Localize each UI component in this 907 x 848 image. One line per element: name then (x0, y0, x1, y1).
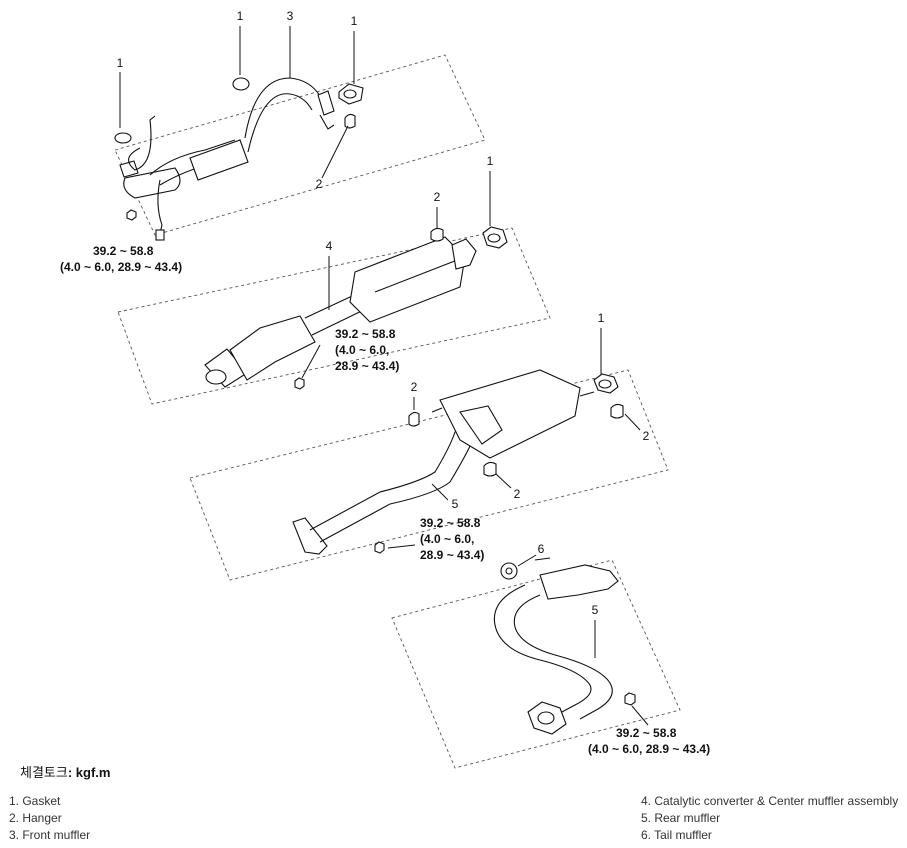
front-muffler-section: 1 1 3 1 2 39.2 ~ 58.8 (4.0 ~ 6.0, 28.9 ~… (60, 9, 486, 274)
callout-rear-muffler-tail: 5 (592, 603, 599, 617)
gasket-front-middle (232, 77, 250, 91)
front-pipe-a (149, 139, 236, 176)
hanger-rear-left (408, 411, 420, 427)
callout-rear-muffler: 5 (452, 497, 459, 511)
front-pipe-collector (123, 167, 181, 199)
hanger-center (430, 227, 444, 242)
torque-catalytic-line2: (4.0 ~ 6.0, (335, 343, 389, 357)
front-converter-body (189, 139, 249, 181)
callout-tail-muffler: 6 (538, 542, 545, 556)
gasket-front-left (114, 132, 132, 144)
tail-pipe-inner (513, 594, 613, 720)
callout-hanger-rear-bottom: 2 (514, 487, 521, 501)
torque-center-line1: 39.2 ~ 58.8 (420, 516, 481, 530)
torque-unit-label: 체결토크 (20, 765, 68, 780)
rear-muffler-bracket-left (431, 407, 443, 413)
leader-rear-muffler (431, 483, 449, 501)
hanger-tail-hole (505, 567, 513, 575)
oxygen-sensor-wire-b (157, 179, 163, 234)
torque-front-line1: 39.2 ~ 58.8 (93, 244, 154, 258)
callout-gasket-front-right: 1 (351, 14, 358, 28)
catalytic-outline (117, 227, 551, 405)
callout-front-muffler: 3 (287, 9, 294, 23)
catalytic-converter-body (229, 315, 316, 381)
nut-front (126, 209, 137, 221)
gasket-rear-hole (598, 379, 612, 389)
tail-muffler-section: 6 5 39.2 ~ 58.8 (4.0 ~ 6.0, 28.9 ~ 43.4) (391, 542, 710, 769)
legend-left: 1. Gasket 2. Hanger 3. Front muffler (9, 793, 90, 844)
torque-center-line3: 28.9 ~ 43.4) (420, 548, 484, 562)
legend-item-front-muffler: 3. Front muffler (9, 828, 91, 842)
callout-gasket-rear: 1 (598, 311, 605, 325)
torque-unit-value: : kgf.m (67, 765, 111, 780)
callout-gasket-front-middle: 1 (237, 9, 244, 23)
tail-inlet-opening (537, 711, 555, 725)
rear-pipe-upper (309, 425, 466, 531)
callout-hanger-rear-left: 2 (411, 380, 418, 394)
callout-gasket-center: 1 (487, 154, 494, 168)
callout-hanger-center: 2 (434, 190, 441, 204)
legend-item-gasket: 1. Gasket (9, 794, 61, 808)
oxygen-sensor-wire-a (128, 115, 156, 171)
leader-hanger-front (321, 125, 349, 179)
tail-bracket (534, 557, 551, 561)
torque-tail-line2: (4.0 ~ 6.0, 28.9 ~ 43.4) (588, 742, 710, 756)
gasket-front-right-hole (343, 89, 357, 99)
callout-gasket-front-left: 1 (117, 56, 124, 70)
torque-tail-line1: 39.2 ~ 58.8 (616, 726, 677, 740)
nut-tail (624, 692, 636, 706)
hanger-rear-bottom (483, 461, 497, 477)
converter-inlet-opening (205, 369, 227, 385)
legend-item-catalytic-converter: 4. Catalytic converter & Center muffler … (641, 794, 899, 808)
center-muffler-seam (374, 256, 466, 293)
nut-catalytic (294, 377, 305, 390)
center-outlet-flange (451, 238, 477, 270)
tail-muffler-body (539, 564, 619, 600)
leader-nut-rear (387, 544, 416, 549)
torque-center-line2: (4.0 ~ 6.0, (420, 532, 474, 546)
front-muffler-pipe-upper (244, 77, 321, 139)
callout-hanger-rear-right: 2 (643, 429, 650, 443)
torque-unit-note: 체결토크: kgf.m (20, 762, 110, 781)
torque-catalytic-line3: 28.9 ~ 43.4) (335, 359, 399, 373)
front-muffler-bracket (319, 114, 335, 130)
hanger-front (344, 113, 356, 129)
front-muffler-pipe-lower (247, 93, 313, 153)
legend-item-tail-muffler: 6. Tail muffler (641, 828, 712, 842)
rear-inlet-flange (292, 517, 328, 555)
hanger-rear-right (610, 403, 624, 419)
callout-hanger-front: 2 (316, 177, 323, 191)
tail-pipe-outer (493, 584, 592, 714)
legend-item-hanger: 2. Hanger (9, 811, 62, 825)
gasket-center-hole (487, 233, 501, 243)
legend-right: 4. Catalytic converter & Center muffler … (641, 793, 898, 844)
tail-muffler-outline (391, 559, 681, 769)
rear-muffler-body (439, 369, 581, 459)
leader-nut-catalytic (301, 344, 321, 379)
leader-hanger-rear-right (624, 413, 641, 431)
legend-item-rear-muffler: 5. Rear muffler (641, 811, 721, 825)
front-muffler-outlet-flange (317, 90, 335, 116)
leader-hanger-rear-bottom (495, 473, 512, 489)
rear-muffler-section: 1 2 2 2 5 39.2 ~ 58.8 (4.0 ~ 6.0, 28.9 ~… (189, 311, 669, 581)
catalytic-converter-section: 2 1 4 39.2 ~ 58.8 (4.0 ~ 6.0, 28.9 ~ 43.… (117, 154, 551, 405)
leader-tail-muffler (517, 554, 537, 567)
nut-rear (374, 541, 385, 554)
rear-muffler-outlet (579, 391, 595, 397)
rear-muffler-baffle (459, 405, 503, 445)
leader-nut-tail (631, 705, 649, 726)
front-muffler-outline (114, 54, 486, 236)
rear-pipe-lower (319, 437, 481, 543)
torque-catalytic-line1: 39.2 ~ 58.8 (335, 327, 396, 341)
torque-front-line2: (4.0 ~ 6.0, 28.9 ~ 43.4) (60, 260, 182, 274)
callout-catalytic-converter: 4 (326, 239, 333, 253)
oxygen-sensor-connector (155, 229, 165, 241)
